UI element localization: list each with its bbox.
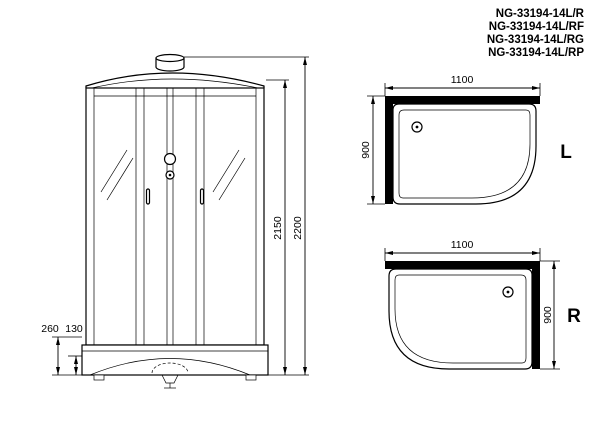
dim-label: 900 — [542, 306, 554, 324]
model-number: NG-33194-14L/RF — [489, 21, 584, 33]
cap-sides — [155, 57, 185, 68]
cap-bottom — [155, 66, 185, 72]
plan-view-left: 1100 900 L — [360, 74, 572, 205]
roof-cap — [155, 53, 185, 72]
view-label-left: L — [560, 142, 572, 163]
tray-foot-right — [245, 374, 257, 381]
dim-label: 2150 — [272, 216, 284, 240]
tray-apron-curve — [89, 358, 251, 376]
wall-top — [385, 261, 540, 269]
roof-outer-curve — [85, 72, 265, 87]
dim-label: 1100 — [451, 239, 474, 251]
dim-label: 260 — [41, 323, 59, 335]
knob-dot — [168, 173, 172, 177]
drain-dot — [415, 125, 419, 129]
wall-right — [532, 261, 540, 369]
door-handle-left — [145, 188, 151, 205]
model-number: NG-33194-14L/R — [496, 8, 585, 20]
dim-900-right: 900 — [540, 260, 560, 370]
dim-1100-left: 1100 — [384, 74, 541, 96]
front-elevation-view: 2200 2150 260 130 — [41, 53, 309, 389]
wall-top — [385, 96, 540, 104]
model-number: NG-33194-14L/RP — [488, 47, 584, 59]
dim-label: 900 — [360, 141, 372, 159]
view-label-right: R — [567, 306, 581, 327]
tray-base — [81, 344, 269, 376]
dim-1100-right: 1100 — [384, 239, 541, 261]
tray-outline — [392, 103, 537, 205]
roof-inner-curve — [91, 78, 259, 89]
dim-900-left: 900 — [360, 95, 385, 205]
panel-divider-lines — [93, 88, 257, 345]
tray-foot-left — [93, 374, 105, 381]
left-glass-hatch — [100, 149, 134, 201]
drain-dashed-arc — [151, 362, 189, 374]
tray-inner-line — [398, 109, 531, 199]
dim-130: 130 — [65, 323, 83, 375]
dim-label: 1100 — [451, 74, 474, 86]
cabin-body — [85, 87, 265, 346]
mixer-knob-icon — [163, 152, 177, 166]
plan-view-right: 1100 900 R — [384, 239, 581, 370]
right-glass-hatch — [212, 149, 246, 201]
model-number: NG-33194-14L/RG — [487, 34, 584, 46]
dim-label: 130 — [65, 323, 83, 335]
shower-tray — [81, 344, 269, 389]
door-handle-right — [199, 188, 205, 205]
dim-2150: 2150 — [266, 79, 289, 375]
tray-inner-line — [394, 274, 527, 364]
model-numbers: NG-33194-14L/R NG-33194-14L/RF NG-33194-… — [487, 8, 585, 59]
drain-fitting — [161, 374, 179, 384]
wall-left — [385, 96, 393, 204]
dim-260: 260 — [41, 323, 82, 376]
drain-dot — [506, 290, 510, 294]
roof — [85, 72, 265, 89]
dim-label: 2200 — [292, 216, 304, 240]
dim-2200: 2200 — [184, 56, 309, 376]
tray-outline — [388, 268, 533, 370]
cap-top — [155, 53, 185, 63]
